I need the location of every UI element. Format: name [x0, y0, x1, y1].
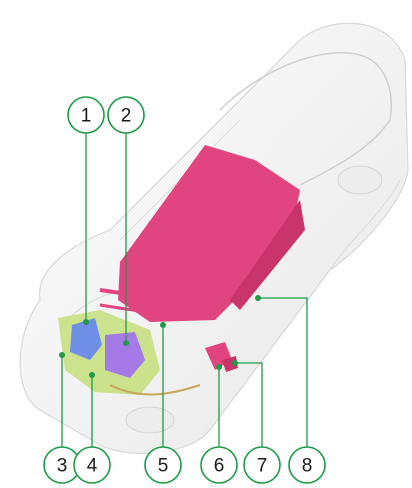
callout-5-label: 5 — [158, 456, 169, 477]
callout-8: 8 — [289, 447, 325, 483]
callout-6-label: 6 — [214, 456, 225, 477]
callout-7: 7 — [244, 447, 280, 483]
callout-5: 5 — [145, 447, 181, 483]
callout-7-label: 7 — [257, 456, 268, 477]
callout-1: 1 — [68, 97, 104, 133]
callout-1-label: 1 — [81, 106, 92, 127]
callout-4: 4 — [74, 447, 110, 483]
callout-4-label: 4 — [87, 456, 98, 477]
callout-6: 6 — [201, 447, 237, 483]
callout-8-label: 8 — [302, 456, 313, 477]
callout-2: 2 — [108, 97, 144, 133]
callout-3-label: 3 — [57, 456, 68, 477]
callout-2-label: 2 — [121, 106, 132, 127]
